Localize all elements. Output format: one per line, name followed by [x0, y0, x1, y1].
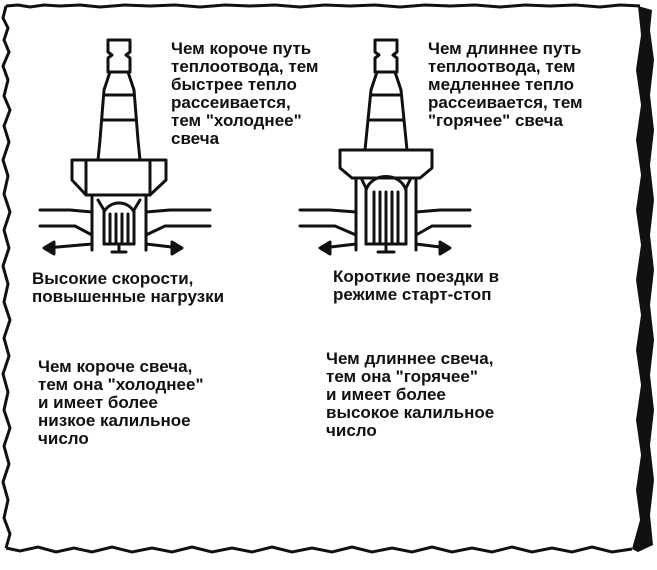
text-line: высокое калильное [326, 403, 495, 422]
text-line: свеча [171, 129, 220, 148]
text-line: и имеет более [326, 385, 446, 404]
text-line: режиме старт-стоп [333, 285, 492, 304]
text-line: тем она "горячее" [326, 367, 478, 386]
text-line: тем "холоднее" [171, 111, 302, 130]
cold-spark-plug-illustration [38, 38, 212, 256]
hot-usage-text: Короткие поездки в режиме старт-стоп [333, 268, 499, 304]
text-line: быстрее тепло [171, 75, 297, 94]
cold-heat-rating-text: Чем короче свеча, тем она "холоднее" и и… [38, 358, 204, 448]
text-line: число [326, 421, 377, 440]
text-line: число [38, 429, 89, 448]
text-line: и имеет более [38, 393, 158, 412]
text-line: Короткие поездки в [333, 267, 500, 286]
hot-heat-rating-text: Чем длиннее свеча, тем она "горячее" и и… [326, 350, 494, 440]
torn-border [1, 3, 641, 554]
text-line: повышенные нагрузки [32, 287, 225, 306]
cold-usage-text: Высокие скорости, повышенные нагрузки [32, 270, 224, 306]
text-line: медленнее тепло [428, 75, 575, 94]
text-line: Высокие скорости, [32, 269, 194, 288]
text-line: рассеивается, [171, 93, 291, 112]
hot-heat-path-text: Чем длиннее путь теплоотвода, тем медлен… [428, 40, 583, 130]
text-line: Чем длиннее путь [428, 39, 582, 58]
text-line: "горячее" свеча [428, 111, 563, 130]
text-line: теплоотвода, тем [428, 57, 576, 76]
text-line: Чем короче свеча, [38, 357, 193, 376]
text-line: тем она "холоднее" [38, 375, 204, 394]
text-line: Чем короче путь [171, 39, 312, 58]
text-line: низкое калильное [38, 411, 191, 430]
cold-heat-path-text: Чем короче путь теплоотвода, тем быстрее… [171, 40, 319, 148]
text-line: Чем длиннее свеча, [326, 349, 494, 368]
hot-spark-plug-illustration [298, 38, 472, 256]
right-shadow-border [632, 6, 654, 552]
text-line: рассеивается, тем [428, 93, 583, 112]
text-line: теплоотвода, тем [171, 57, 319, 76]
